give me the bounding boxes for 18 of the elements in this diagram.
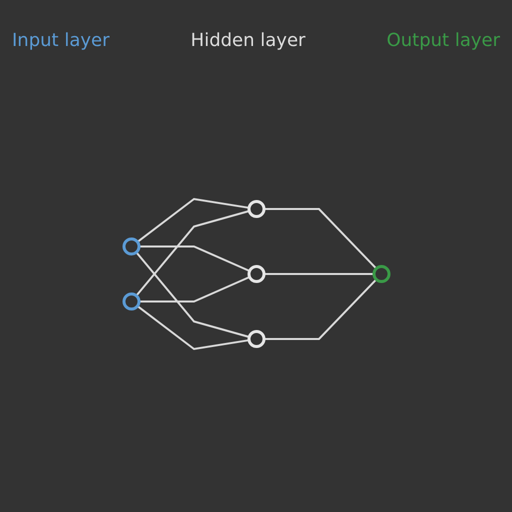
node-circle [247, 200, 265, 218]
node-circle [372, 265, 390, 283]
connector [264, 273, 374, 275]
layer-heading: Hidden layer [190, 30, 306, 53]
connector [138, 246, 250, 272]
connector [264, 278, 377, 340]
layer-heading: Input layer [12, 30, 110, 53]
connector [136, 198, 249, 243]
node-circle [247, 265, 265, 283]
connector [138, 276, 250, 302]
node-circle [247, 330, 265, 348]
connector [264, 208, 377, 270]
connector [136, 305, 249, 350]
connector [135, 252, 250, 338]
node-circle [122, 238, 140, 256]
connector [135, 210, 250, 296]
node-circle [122, 292, 140, 310]
layer-heading: Output layer [386, 30, 500, 53]
